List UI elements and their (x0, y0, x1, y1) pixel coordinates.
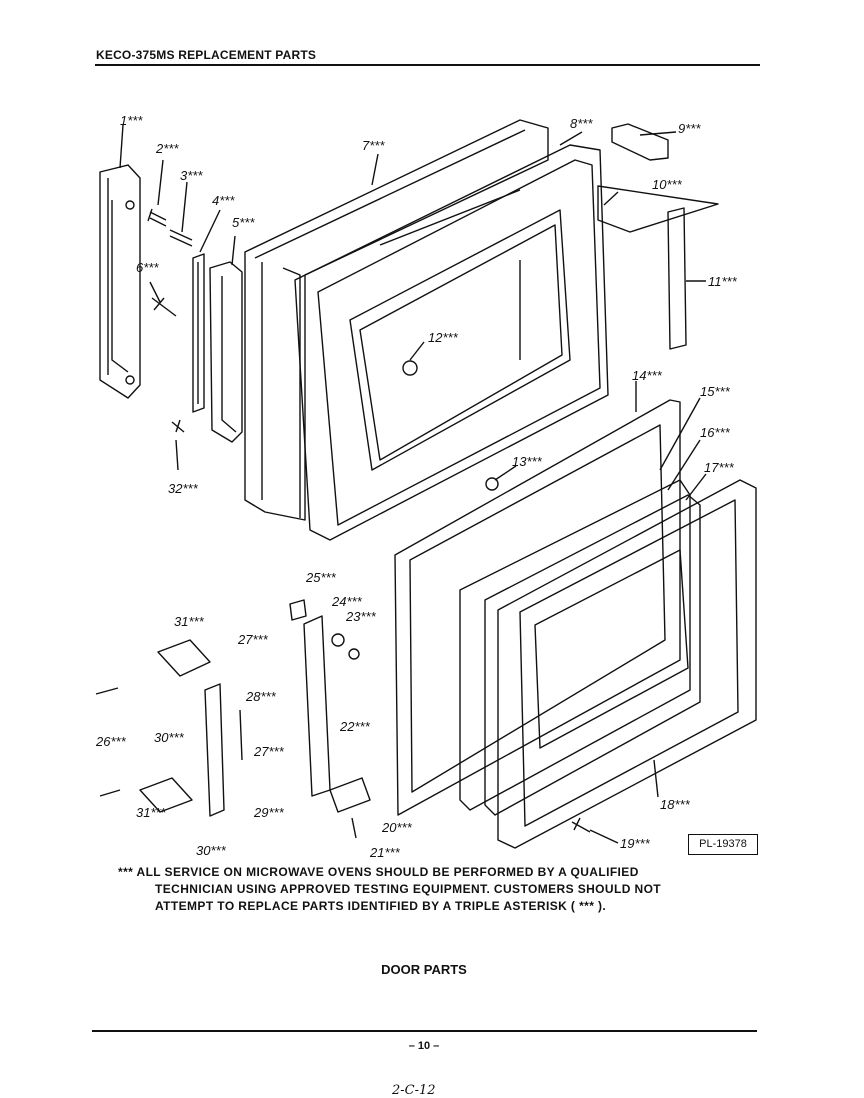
callout-29: 29*** (253, 805, 285, 820)
footer-rule (92, 1030, 757, 1032)
callout-labels: 1*** 2*** 3*** 4*** 5*** 6*** 7*** 8*** … (95, 113, 738, 860)
latch-bracket-22 (303, 615, 331, 797)
callout-21: 21*** (369, 845, 401, 860)
callout-12: 12*** (428, 330, 459, 345)
callout-15: 15*** (700, 384, 731, 399)
screw-19 (571, 817, 591, 833)
screw-32 (171, 419, 185, 433)
callout-27a: 27*** (237, 632, 269, 647)
latch-plate-31-top (157, 639, 211, 677)
handwritten-note: 2-C-12 (392, 1083, 436, 1098)
callout-19: 19*** (620, 836, 651, 851)
spring-28 (239, 709, 243, 761)
header-rule (95, 64, 760, 66)
door-handle-part (99, 164, 141, 399)
callout-31a: 31*** (174, 614, 205, 629)
door-screen-frame-18 (497, 479, 757, 849)
door-seal-15 (409, 424, 666, 793)
callout-31b: 31*** (136, 805, 167, 820)
hinge-20 (329, 777, 371, 813)
choke-cover-17 (484, 494, 701, 816)
screw-6 (151, 297, 177, 317)
bracket-plate-10 (597, 185, 719, 233)
plate-id-box: PL-19378 (688, 834, 758, 855)
door-gasket-16 (459, 479, 691, 811)
callout-5: 5*** (232, 215, 255, 230)
screw-21 (351, 817, 357, 839)
callout-32: 32*** (168, 481, 199, 496)
callout-25: 25*** (305, 570, 337, 585)
callout-17: 17*** (704, 460, 735, 475)
callout-11: 11*** (708, 274, 738, 289)
service-warning-note: *** ALL SERVICE ON MICROWAVE OVENS SHOUL… (118, 864, 718, 915)
door-chassis (294, 144, 609, 541)
callout-18: 18*** (660, 797, 691, 812)
handle-bracket (209, 261, 243, 443)
callout-4: 4*** (212, 193, 235, 208)
callout-14: 14*** (632, 368, 663, 383)
support-bar-11 (667, 207, 687, 350)
callout-3: 3*** (180, 168, 203, 183)
latch-plate-31-bottom (139, 777, 193, 813)
nut-13 (485, 477, 499, 491)
screws-26 (95, 687, 121, 797)
callout-10: 10*** (652, 177, 683, 192)
clip-25 (289, 599, 307, 621)
note-line-2: TECHNICIAN USING APPROVED TESTING EQUIPM… (155, 882, 662, 896)
handle-screws (147, 208, 193, 247)
door-outer-frame (244, 119, 549, 521)
callout-30b: 30*** (196, 843, 227, 858)
callout-1: 1*** (120, 113, 143, 128)
note-line-1: *** ALL SERVICE ON MICROWAVE OVENS SHOUL… (118, 865, 639, 879)
callout-8: 8*** (570, 116, 593, 131)
callout-23: 23*** (345, 609, 377, 624)
page-header: KECO-375MS REPLACEMENT PARTS (96, 48, 317, 62)
bracket-plate-9 (611, 123, 669, 161)
callout-26: 26*** (95, 734, 127, 749)
callout-6: 6*** (136, 260, 159, 275)
figure-caption: DOOR PARTS (381, 962, 467, 977)
note-line-3: ATTEMPT TO REPLACE PARTS IDENTIFIED BY A… (155, 899, 607, 913)
callout-30a: 30*** (154, 730, 185, 745)
callout-13: 13*** (512, 454, 543, 469)
callout-27b: 27*** (253, 744, 285, 759)
handle-spacer-strip (192, 253, 205, 413)
callout-22: 22*** (339, 719, 371, 734)
nut-12 (402, 360, 418, 376)
callout-7: 7*** (362, 138, 385, 153)
latch-arm-29 (204, 683, 225, 817)
callout-28: 28*** (245, 689, 277, 704)
callout-2: 2*** (155, 141, 179, 156)
washer-24 (331, 633, 345, 647)
page-number: – 10 – (408, 1040, 440, 1052)
door-inner-panel (394, 399, 681, 816)
callout-16: 16*** (700, 425, 731, 440)
callout-24: 24*** (331, 594, 363, 609)
callout-20: 20*** (381, 820, 413, 835)
bolt-23 (348, 648, 360, 660)
callout-9: 9*** (678, 121, 701, 136)
